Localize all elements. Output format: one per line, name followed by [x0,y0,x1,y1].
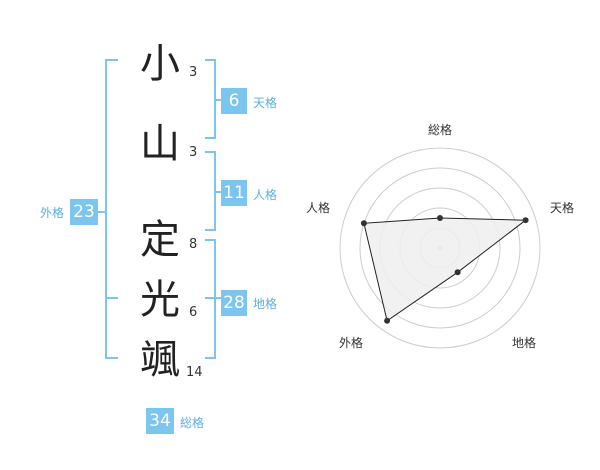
jinkaku-label: 人格 [253,188,278,202]
radar-point-2 [454,269,461,276]
gaikaku-value-badge: 23 [70,199,98,225]
name-char-2: 山 [140,121,180,167]
radar-label-tenkaku: 天格 [550,201,575,215]
bracket-lines [94,59,221,359]
radar-ring-5 [339,147,541,349]
name-char-5: 颯 [140,337,180,383]
gaikaku-bracket [105,59,118,359]
name-char-3: 定 [140,217,180,263]
jinkaku-bracket [205,151,216,231]
jinkaku-value-badge: 11 [221,180,247,206]
radar-point-1 [522,217,529,224]
radar-label-soukaku: 総格 [428,123,453,137]
name-char-4: 光 [140,277,180,323]
soukaku-label: 総格 [180,416,205,430]
stroke-count-5: 14 [186,365,203,380]
gaikaku-label: 外格 [40,206,65,220]
tenkaku-bracket [205,59,216,139]
stroke-count-4: 6 [189,305,198,320]
stroke-count-2: 3 [189,145,198,160]
radar-point-0 [437,215,443,221]
stroke-count-1: 3 [189,65,198,80]
chikaku-value-badge: 28 [221,290,247,316]
radar-series-polygon [363,217,528,322]
name-char-1: 小 [140,41,180,87]
radar-label-jinkaku: 人格 [306,201,331,215]
radar-label-chikaku: 地格 [512,336,537,350]
radar-point-3 [384,317,391,324]
tenkaku-value-badge: 6 [221,88,247,114]
tenkaku-label: 天格 [253,96,278,110]
chikaku-label: 地格 [253,297,278,311]
stroke-count-3: 8 [189,237,198,252]
soukaku-value-badge: 34 [146,408,174,434]
radar-chart [339,147,541,349]
radar-label-gaikaku: 外格 [339,336,364,350]
radar-point-4 [360,220,367,227]
radar-ring-4 [359,167,521,329]
